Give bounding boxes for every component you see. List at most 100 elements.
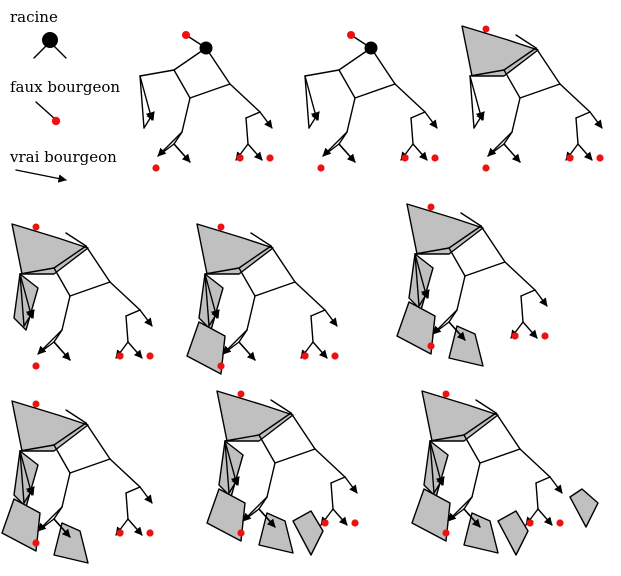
edge-c-g — [109, 458, 141, 488]
true-bud-arrow-2 — [418, 289, 430, 307]
edge-a-root — [503, 47, 537, 71]
false-bud-1 — [482, 164, 490, 172]
face-F — [569, 488, 599, 528]
true-bud-arrow-3 — [242, 496, 268, 522]
edge-root-fb1 — [270, 399, 292, 414]
face-E — [497, 510, 529, 556]
edge-c-root — [205, 47, 231, 85]
false-bud-2 — [301, 352, 309, 360]
edge-a-b — [463, 434, 481, 464]
edge-c-g — [559, 83, 591, 113]
edge-a-root — [258, 412, 292, 436]
edge-a-d — [414, 247, 450, 255]
true-bud-arrow-5 — [344, 476, 358, 494]
panel-step-4 — [11, 223, 154, 370]
edge-g-m — [310, 309, 326, 317]
edge-d-e — [19, 273, 25, 327]
edge-c-g — [519, 448, 551, 478]
edge-b-f — [61, 472, 71, 508]
edge-b-f — [246, 295, 256, 331]
true-bud-arrow-5 — [549, 476, 563, 494]
edge-g-m — [330, 476, 346, 484]
edge-g-m — [125, 486, 141, 494]
false-bud-1 — [152, 164, 160, 172]
false-bud-3 — [266, 154, 274, 162]
true-bud-arrow-3 — [222, 329, 248, 355]
false-bud-node — [482, 25, 490, 33]
true-bud-arrow-3 — [157, 131, 183, 157]
false-bud-3 — [146, 352, 154, 360]
true-bud-arrow-3 — [487, 131, 513, 157]
edge-a-b — [173, 69, 191, 99]
edge-c-root — [290, 412, 316, 450]
edge-b-c — [69, 281, 111, 297]
edge-m-n — [535, 482, 539, 510]
false-bud-1 — [217, 362, 225, 370]
face-C — [1, 498, 41, 552]
edge-c-g — [294, 281, 326, 311]
false-bud-1 — [317, 164, 325, 172]
true-bud-arrow-3 — [447, 496, 473, 522]
edge-c-g — [314, 448, 346, 478]
face-C — [396, 301, 436, 355]
false-bud-2 — [116, 529, 124, 537]
edge-root-fb1 — [475, 399, 497, 414]
edge-b-f — [456, 275, 466, 311]
true-bud-arrow-5 — [139, 486, 153, 504]
edge-c-g — [229, 83, 261, 113]
true-bud-arrow-4 — [173, 143, 191, 163]
edge-g-m — [520, 289, 536, 297]
true-bud-arrow-2 — [143, 111, 155, 129]
face-A — [406, 203, 484, 255]
edge-g-m — [535, 476, 551, 484]
face-A — [216, 390, 294, 442]
true-bud-arrow-3 — [37, 506, 63, 532]
false-bud-node — [182, 31, 190, 39]
true-bud-arrow-4 — [448, 321, 466, 341]
false-bud-2 — [236, 154, 244, 162]
edge-c-root — [270, 245, 296, 283]
false-bud-3 — [556, 519, 564, 527]
edge-m-n — [125, 492, 129, 520]
true-bud-arrow-7 — [127, 341, 143, 359]
true-bud-arrow-2 — [473, 111, 485, 129]
edge-a-b — [53, 444, 71, 474]
edge-m-n — [575, 117, 579, 145]
edge-root-fb1 — [65, 232, 87, 247]
true-bud-arrow-7 — [312, 341, 328, 359]
false-bud-node — [427, 203, 435, 211]
false-bud-1 — [442, 529, 450, 537]
true-bud-arrow-2 — [23, 486, 35, 504]
edge-a-b — [503, 69, 521, 99]
true-bud-arrow-2 — [23, 309, 35, 327]
edge-a-d — [19, 267, 55, 275]
false-bud-node — [347, 31, 355, 39]
edge-c-root — [535, 47, 561, 85]
false-bud-node — [442, 390, 450, 398]
false-bud-node — [217, 223, 225, 231]
edge-a-root — [238, 245, 272, 269]
edge-g-m — [575, 111, 591, 119]
edge-m-n — [310, 315, 314, 343]
false-bud-node — [32, 223, 40, 231]
edge-a-root — [53, 422, 87, 446]
false-bud-1 — [237, 529, 245, 537]
true-bud-arrow-4 — [238, 341, 256, 361]
edge-b-f — [346, 97, 356, 133]
edge-b-c — [189, 83, 231, 99]
true-bud-arrow-4 — [53, 341, 71, 361]
true-bud-arrow-4 — [463, 508, 481, 528]
true-bud-arrow-3 — [37, 329, 63, 355]
face-C — [186, 321, 226, 375]
legend-false-bud-edge — [35, 101, 56, 120]
true-bud-arrow-7 — [412, 143, 428, 161]
panel-step-3 — [461, 25, 604, 172]
edge-root-fb1 — [460, 212, 482, 227]
edge-a-b — [258, 434, 276, 464]
true-bud-arrow-4 — [503, 143, 521, 163]
edge-d-e — [224, 440, 230, 494]
edge-b-c — [464, 261, 506, 277]
true-bud-arrow-2 — [433, 476, 445, 494]
true-bud-arrow-7 — [332, 508, 348, 526]
